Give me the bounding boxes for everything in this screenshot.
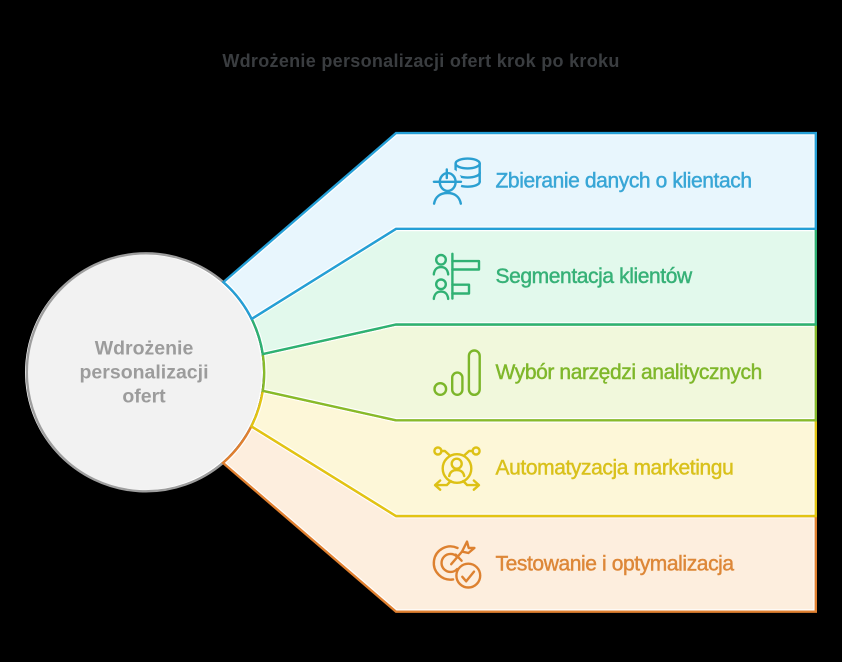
svg-text:Wdrożenie: Wdrożenie bbox=[95, 337, 194, 359]
svg-text:personalizacji: personalizacji bbox=[80, 361, 209, 383]
svg-text:Wybór narzędzi analitycznych: Wybór narzędzi analitycznych bbox=[496, 361, 762, 384]
svg-text:Segmentacja klientów: Segmentacja klientów bbox=[496, 265, 694, 288]
svg-text:Wdrożenie personalizacji ofert: Wdrożenie personalizacji ofert krok po k… bbox=[222, 51, 619, 71]
svg-text:Zbieranie danych o klientach: Zbieranie danych o klientach bbox=[496, 169, 752, 192]
svg-text:Automatyzacja marketingu: Automatyzacja marketingu bbox=[496, 457, 734, 480]
svg-text:ofert: ofert bbox=[122, 385, 166, 407]
svg-text:Testowanie i optymalizacja: Testowanie i optymalizacja bbox=[496, 552, 735, 575]
